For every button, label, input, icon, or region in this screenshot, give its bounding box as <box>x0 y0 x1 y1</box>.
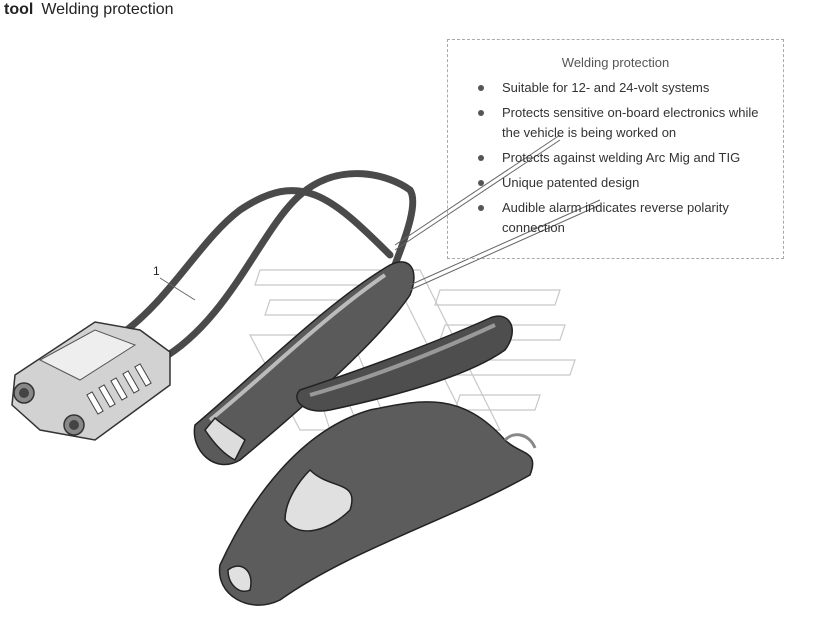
page-title: Welding protection <box>41 1 174 18</box>
lower-clamp <box>218 401 537 606</box>
item-kind: tool <box>4 1 34 18</box>
info-box-title: Welding protection <box>561 55 670 70</box>
info-box: Welding protection Suitable for 12- and … <box>447 39 784 259</box>
feature-item: Suitable for 12- and 24-volt systems <box>474 78 774 98</box>
page-header: tool Welding protection <box>4 0 174 20</box>
feature-item: Protects sensitive on-board electronics … <box>474 103 774 143</box>
callout-number: 1 <box>153 264 160 278</box>
protector-device <box>11 321 171 441</box>
cable <box>116 170 417 364</box>
leader-lines <box>159 134 601 301</box>
feature-item: Unique patented design <box>474 173 774 193</box>
feature-list: Suitable for 12- and 24-volt systems Pro… <box>474 78 774 243</box>
feature-item: Audible alarm indicates reverse polarity… <box>474 198 774 238</box>
feature-item: Protects against welding Arc Mig and TIG <box>474 148 774 168</box>
upper-clamp <box>193 261 513 466</box>
